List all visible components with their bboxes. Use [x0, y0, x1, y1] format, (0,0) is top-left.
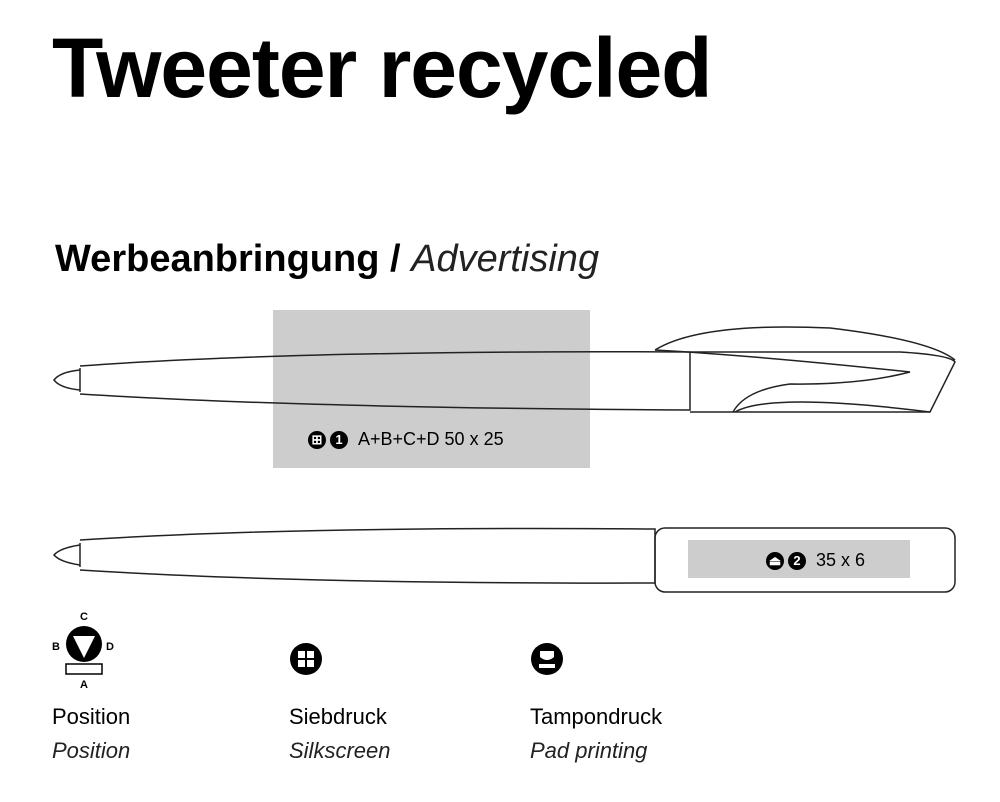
- position-letter-b: B: [52, 641, 60, 653]
- position-letter-d: D: [106, 641, 114, 653]
- position-letter-c: C: [80, 611, 88, 623]
- print-area-2-text: 35 x 6: [816, 550, 866, 570]
- legend-label-de: Tampondruck: [530, 704, 663, 729]
- silkscreen-icon: ⊞: [308, 430, 326, 449]
- section-heading-en: Advertising: [411, 238, 600, 280]
- legend-label-de: Siebdruck: [289, 704, 387, 729]
- position-letter-a: A: [80, 679, 88, 691]
- pad-printing-icon: ⏏: [766, 551, 784, 570]
- pen-drawings: [53, 326, 956, 593]
- position-number-badge: 2: [788, 551, 806, 570]
- page-title: Tweeter recycled: [52, 21, 712, 115]
- position-number-badge: 1: [330, 430, 348, 449]
- pad-printing-icon: [531, 643, 563, 675]
- legend-label-de: Position: [52, 704, 131, 729]
- legend-label-en: Position: [52, 738, 131, 763]
- pen-top-view: [53, 527, 956, 593]
- section-heading-de: Werbeanbringung /: [55, 238, 401, 280]
- section-heading: Werbeanbringung / Advertising: [55, 238, 599, 281]
- silkscreen-icon: [290, 643, 322, 675]
- position-icon: C B D A: [52, 611, 114, 691]
- pen-side-view: [53, 326, 956, 413]
- legend-label-en: Pad printing: [530, 738, 648, 763]
- print-area-2-label: ⏏ 2 35 x 6: [766, 550, 865, 571]
- print-area-1-label: ⊞ 1 A+B+C+D 50 x 25: [308, 429, 504, 450]
- print-area-1-text: A+B+C+D 50 x 25: [358, 429, 504, 449]
- legend-label-en: Silkscreen: [289, 738, 391, 763]
